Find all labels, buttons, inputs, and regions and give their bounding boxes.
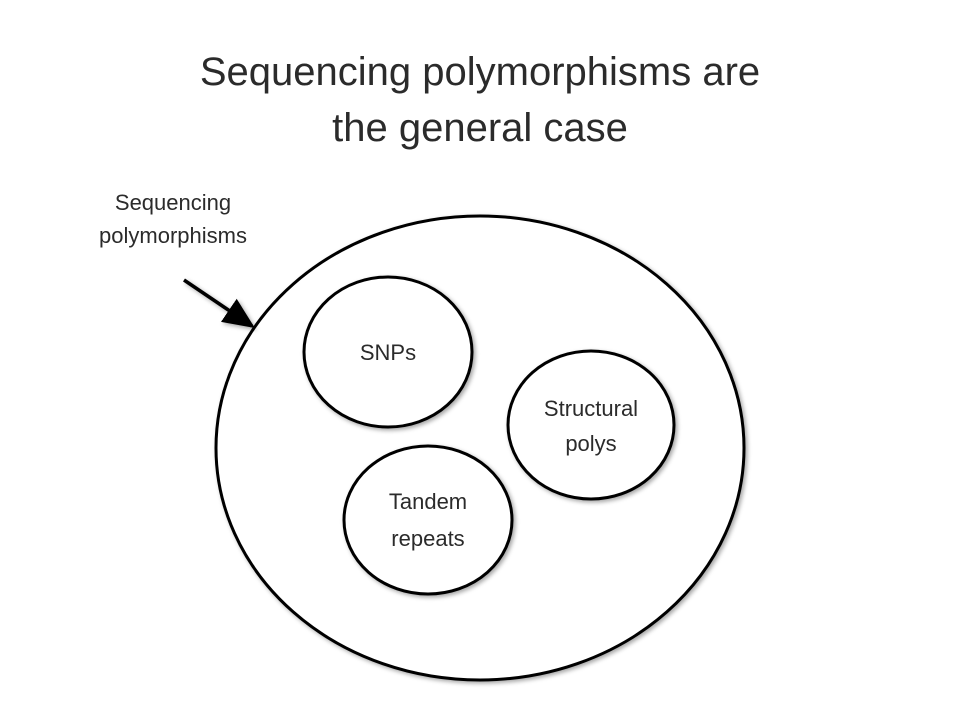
tandem-repeats-circle [342,444,514,596]
callout-label-line-1: Sequencing [114,190,232,215]
slide-title-line-2: the general case [332,106,628,150]
tandem-repeats-label-line-2: repeats [391,526,464,551]
structural-polys-label-line-1: Structural [544,396,638,421]
snps-circle [302,275,474,429]
structural-polys-label-line-2: polys [565,431,616,456]
tandem-repeats-label-line-1: Tandem [389,489,467,514]
sequencing-polymorphisms-label: Sequencing polymorphisms [58,186,288,252]
callout-arrow [183,278,255,328]
structural-polys-circle [506,349,676,501]
slide-title: Sequencing polymorphisms are the general… [0,44,960,156]
slide-title-line-1: Sequencing polymorphisms are [199,50,761,94]
callout-label-line-2: polymorphisms [99,223,247,248]
snps-label: SNPs [360,340,416,365]
